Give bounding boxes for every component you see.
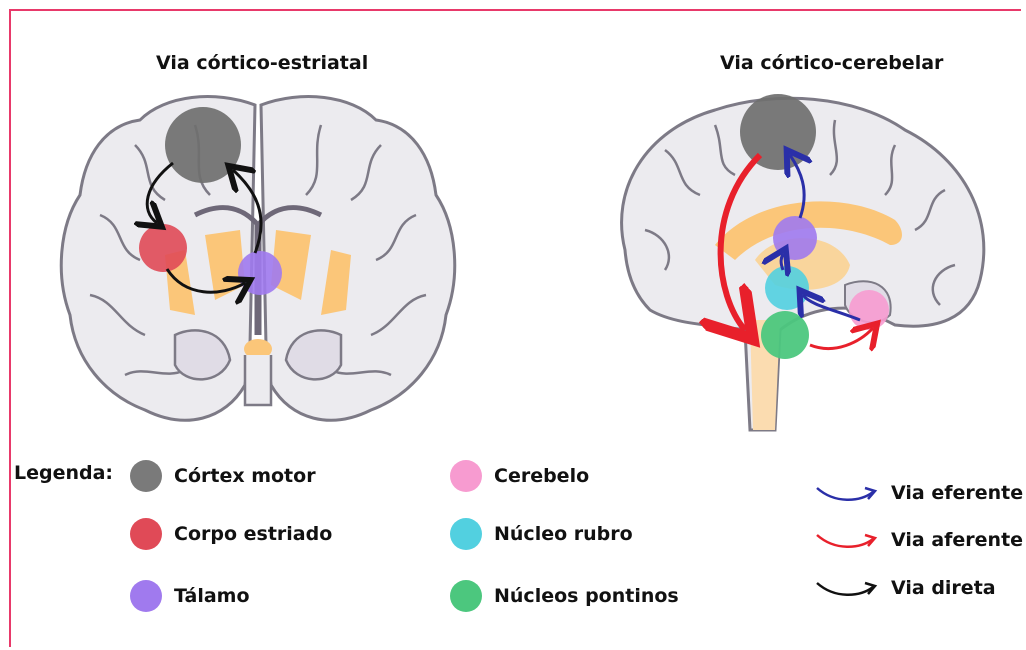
- legend-item-efferent: Via eferente: [815, 480, 1023, 506]
- legend-label: Córtex motor: [174, 465, 316, 487]
- thalamus-swatch: [130, 580, 162, 612]
- striatum-marker: [139, 224, 187, 272]
- thalamus-marker: [773, 216, 817, 260]
- red-nucleus-marker: [765, 266, 809, 310]
- legend-item-cerebellum: Cerebelo: [450, 459, 589, 493]
- legend-label: Via aferente: [891, 529, 1023, 551]
- legend-item-pontine-nuclei: Núcleos pontinos: [450, 579, 679, 613]
- motor-cortex-marker: [740, 94, 816, 170]
- motor-cortex-marker: [165, 107, 241, 183]
- legend-item-thalamus: Tálamo: [130, 579, 250, 613]
- left-panel-title: Via córtico-estriatal: [156, 52, 368, 74]
- coronal-brain-illustration: [45, 85, 475, 435]
- legend-item-motor-cortex: Córtex motor: [130, 459, 316, 493]
- cerebellum-marker: [849, 290, 889, 330]
- pontine-nuclei-marker: [761, 311, 809, 359]
- red-nucleus-swatch: [450, 518, 482, 550]
- legend-title: Legenda:: [14, 462, 113, 484]
- black-arrow-icon: [815, 575, 881, 601]
- legend-label: Via direta: [891, 577, 996, 599]
- legend-item-red-nucleus: Núcleo rubro: [450, 517, 633, 551]
- sagittal-brain-illustration: [605, 80, 1000, 435]
- legend-label: Núcleos pontinos: [494, 585, 679, 607]
- legend-label: Tálamo: [174, 585, 250, 607]
- legend-item-striatum: Corpo estriado: [130, 517, 332, 551]
- blue-arrow-icon: [815, 480, 881, 506]
- legend-label: Corpo estriado: [174, 523, 332, 545]
- legend-item-direct: Via direta: [815, 575, 996, 601]
- thalamus-marker: [238, 251, 282, 295]
- legend-label: Cerebelo: [494, 465, 589, 487]
- afferent-pons-cerebellum-arrow: [810, 328, 873, 349]
- striatum-swatch: [130, 518, 162, 550]
- right-panel-title: Via córtico-cerebelar: [720, 52, 943, 74]
- red-arrow-icon: [815, 527, 881, 553]
- legend-label: Núcleo rubro: [494, 523, 633, 545]
- motor-cortex-swatch: [130, 460, 162, 492]
- legend-item-afferent: Via aferente: [815, 527, 1023, 553]
- brainstem: [245, 355, 271, 405]
- cerebellum-swatch: [450, 460, 482, 492]
- legend-label: Via eferente: [891, 482, 1023, 504]
- pontine-nuclei-swatch: [450, 580, 482, 612]
